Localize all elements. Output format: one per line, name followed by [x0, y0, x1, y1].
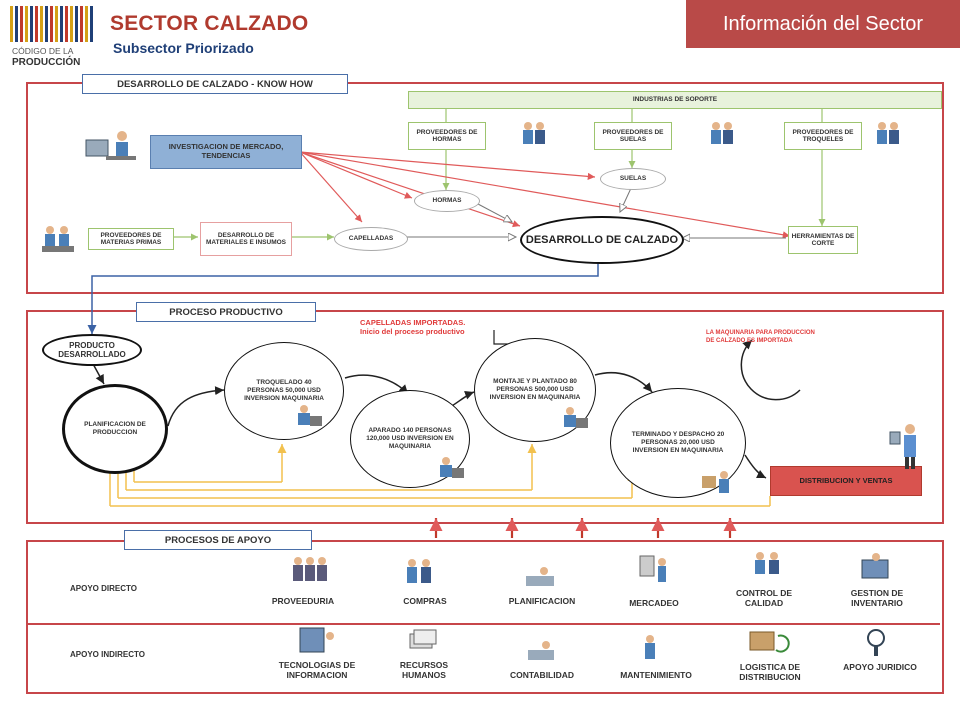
maquinaria-note: LA MAQUINARIA PARA PRODUCCION DE CALZADO… [706, 330, 815, 344]
desarrollo-materiales-box: DESARROLLO DE MATERIALES E INSUMOS [200, 222, 292, 256]
marketing-icon [639, 555, 666, 582]
terminado-circle: TERMINADO Y DESPACHO 20 PERSONAS 20,000 … [610, 388, 746, 498]
apoyo-item-contabilidad: CONTABILIDAD [509, 670, 575, 680]
apoyo-item-mantenimiento: MANTENIMIENTO [620, 670, 692, 680]
inventory-icon [861, 553, 889, 579]
computer-icon [299, 627, 334, 653]
apoyo-item-tecnologias: TECNOLOGIAS DE INFORMACION [278, 660, 356, 680]
maintenance-icon [645, 635, 655, 659]
soporte-bar: INDUSTRIAS DE SOPORTE [408, 91, 942, 109]
producto-desarrollado-node: PRODUCTO DESARROLLADO [42, 334, 142, 366]
apoyo-item-proveeduria: PROVEEDURIA [271, 596, 335, 606]
prov-materias-box: PROVEEDORES DE MATERIAS PRIMAS [88, 228, 174, 250]
sales-person-icon [889, 424, 916, 469]
documents-icon [409, 629, 437, 649]
legal-icon [867, 629, 885, 656]
apoyo-indirecto-label: APOYO INDIRECTO [70, 650, 145, 659]
apoyo-item-recursos-humanos: RECURSOS HUMANOS [399, 660, 449, 680]
knowhow-header: DESARROLLO DE CALZADO - KNOW HOW [82, 74, 348, 94]
capelladas-importadas-sub: Inicio del proceso productivo [360, 327, 465, 337]
person-icon [85, 131, 136, 160]
apoyo-item-control-calidad: CONTROL DE CALIDAD [735, 588, 793, 608]
planificacion-circle: PLANIFICACION DE PRODUCCION [62, 384, 168, 474]
apoyo-panel [26, 540, 944, 694]
logistics-icon [749, 631, 790, 653]
buyers-icon [407, 559, 431, 583]
desarrollo-calzado-node: DESARROLLO DE CALZADO [520, 216, 684, 264]
knowhow-panel [26, 82, 944, 294]
suelas-node: SUELAS [600, 168, 666, 190]
sector-title: SECTOR CALZADO [110, 12, 309, 35]
apoyo-item-mercadeo: MERCADEO [629, 598, 679, 608]
distribucion-box: DISTRIBUCION Y VENTAS [770, 466, 922, 496]
apoyo-item-apoyo-juridico: APOYO JURIDICO [843, 662, 917, 672]
sector-subtitle: Subsector Priorizado [113, 40, 254, 56]
capelladas-importadas-title: CAPELLADAS IMPORTADAS. [360, 318, 466, 327]
proceso-header: PROCESO PRODUCTIVO [136, 302, 316, 322]
planning-icon [526, 567, 554, 586]
capelladas-node: CAPELLADAS [334, 227, 408, 251]
worker-icon [298, 405, 322, 426]
prov-suelas-box: PROVEEDORES DE SUELAS [594, 122, 672, 150]
worker-icon [564, 407, 588, 428]
herramientas-box: HERRAMIENTAS DE CORTE [788, 226, 858, 254]
sector-info-tab[interactable]: Información del Sector [686, 0, 960, 48]
codigo-produccion-logo: CÓDIGO DE LA PRODUCCIÓN [8, 4, 100, 68]
troquelado-circle: TROQUELADO 40 PERSONAS 50,000 USD INVERS… [224, 342, 344, 440]
apoyo-header: PROCESOS DE APOYO [124, 530, 312, 550]
person-icon [711, 122, 733, 144]
person-icon [877, 122, 899, 144]
apoyo-item-gestion-inventario: GESTION DE INVENTARIO [850, 588, 904, 608]
apoyo-item-logistica: LOGISTICA DE DISTRIBUCION [739, 662, 801, 682]
apoyo-divider [28, 623, 940, 625]
prov-hormas-box: PROVEEDORES DE HORMAS [408, 122, 486, 150]
accounting-icon [528, 641, 554, 660]
person-icon [42, 226, 74, 252]
capelladas-importadas-note: CAPELLADAS IMPORTADAS. Inicio del proces… [360, 318, 530, 337]
svg-text:CÓDIGO DE LA: CÓDIGO DE LA [12, 46, 74, 56]
prov-troqueles-box: PROVEEDORES DE TROQUELES [784, 122, 862, 150]
apoyo-item-planificacion: PLANIFICACION [508, 596, 576, 606]
quality-control-icon [755, 552, 779, 574]
worker-icon [440, 457, 464, 478]
people-group-icon [293, 557, 327, 581]
hormas-node: HORMAS [414, 190, 480, 212]
apoyo-item-compras: COMPRAS [403, 596, 447, 606]
worker-icon [702, 471, 729, 493]
investigacion-box: INVESTIGACION DE MERCADO, TENDENCIAS [150, 135, 302, 169]
apoyo-directo-label: APOYO DIRECTO [70, 584, 137, 593]
svg-text:PRODUCCIÓN: PRODUCCIÓN [12, 55, 80, 68]
person-icon [523, 122, 545, 144]
